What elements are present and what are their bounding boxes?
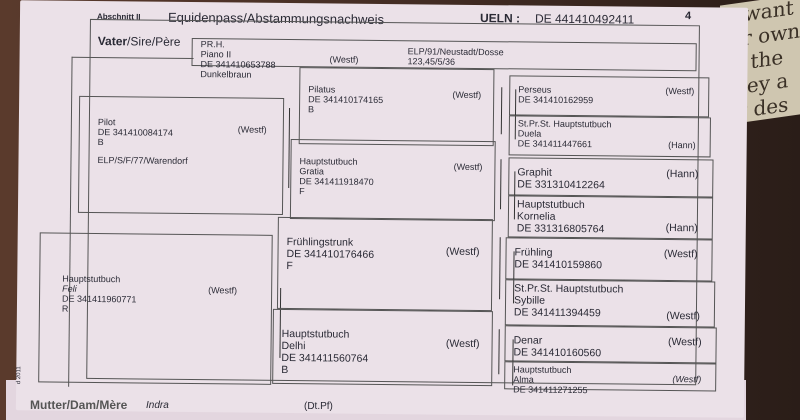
entry-line: B — [97, 137, 104, 148]
entry-line: DE 341411560764 — [281, 351, 369, 365]
entry-extra: ELP/S/F/77/Warendorf — [97, 155, 188, 166]
entry-line: F — [299, 186, 305, 197]
pedigree-page: Abschnitt II Equidenpass/Abstammungsnach… — [15, 0, 749, 418]
entry-line: DE 341410160560 — [513, 346, 602, 360]
entry-line: DE 341411271255 — [513, 384, 588, 396]
entry-region: (Hann) — [668, 139, 696, 151]
sire-extra-line: 123,45/5/36 — [407, 56, 456, 67]
sire-label-rest: /Sire/Père — [127, 34, 181, 49]
sire-region: (Westf) — [329, 54, 359, 65]
entry-region: (Westf) — [237, 124, 267, 135]
entry-line: Sybille — [513, 294, 546, 307]
entry-region: (Westf) — [663, 247, 698, 261]
gen1-box: Pilot DE 341410084174 B ELP/S/F/77/Waren… — [77, 95, 285, 215]
entry-line: Frühling — [514, 246, 553, 259]
entry-line: Denar — [513, 334, 543, 347]
entry-region: (Westf) — [445, 245, 480, 259]
entry-line: Delhi — [281, 339, 306, 353]
sire-line: Dunkelbraun — [200, 69, 252, 80]
entry-line: B — [281, 363, 289, 377]
entry-line: DE 341410176466 — [286, 248, 375, 261]
entry-region: (Westf) — [665, 85, 695, 97]
entry-line: Hauptstutbuch — [281, 327, 350, 341]
sire-box: PR.H. Piano II DE 341410653788 Dunkelbra… — [191, 37, 697, 80]
entry-line: DE 341410084174 — [97, 127, 173, 138]
entry-line: DE 341410174165 — [308, 94, 384, 106]
entry-region: (Westf) — [208, 285, 238, 296]
edge-note: d 2011 — [16, 366, 23, 385]
sire-label: Vater/Sire/Père — [98, 34, 181, 49]
entry-line: Graphit — [517, 166, 552, 179]
entry-line: DE 341411918470 — [299, 176, 374, 187]
entry-line: Hauptstutbuch — [516, 198, 585, 212]
entry-region: (Hann) — [666, 167, 699, 181]
entry-line: DE 341411394459 — [513, 306, 601, 320]
entry-line: DE 341411447661 — [517, 138, 593, 150]
entry-region: (Westf) — [445, 337, 480, 351]
sire-info: PR.H. Piano II DE 341410653788 Dunkelbra… — [200, 39, 275, 80]
entry-line: B — [307, 104, 315, 115]
entry-region: (Westf) — [667, 336, 702, 349]
gen1-box: Hauptstutbuch Feli DE 341411960771 R (We… — [38, 232, 273, 385]
entry-region: (Westf) — [453, 161, 483, 173]
entry-line: DE 331316805764 — [516, 222, 605, 236]
sire-label-bold: Vater — [97, 34, 128, 49]
gen1-entry: Pilot DE 341410084174 B ELP/S/F/77/Waren… — [97, 117, 188, 166]
entry-region: (Westf) — [452, 89, 482, 101]
sire-extra: ELP/91/Neustadt/Dosse 123,45/5/36 — [407, 46, 503, 67]
entry-line: Frühlingstrunk — [286, 236, 354, 249]
dam-region: (Dt.Pf) — [304, 401, 333, 412]
entry-region: (Westf) — [672, 374, 702, 385]
entry-line: DE 341410162959 — [518, 94, 594, 106]
entry-region: (Hann) — [665, 221, 698, 235]
entry-line: DE 341411960771 — [61, 293, 137, 305]
entry-line: DE 331310412264 — [517, 178, 605, 192]
entry-line: Kornelia — [516, 210, 556, 223]
entry-line: R — [61, 303, 69, 314]
entry-line: DE 341410159860 — [514, 258, 603, 272]
page-number: 4 — [684, 10, 692, 23]
entry-line: F — [286, 260, 293, 273]
gen1-entry: Hauptstutbuch Feli DE 341411960771 R — [62, 274, 137, 315]
dam-name: Indra — [146, 400, 169, 411]
entry-region: (Westf) — [666, 309, 700, 323]
dam-label: Mutter/Dam/Mère — [30, 398, 128, 412]
entry-line: St.Pr.St. Hauptstutbuch — [514, 282, 624, 296]
